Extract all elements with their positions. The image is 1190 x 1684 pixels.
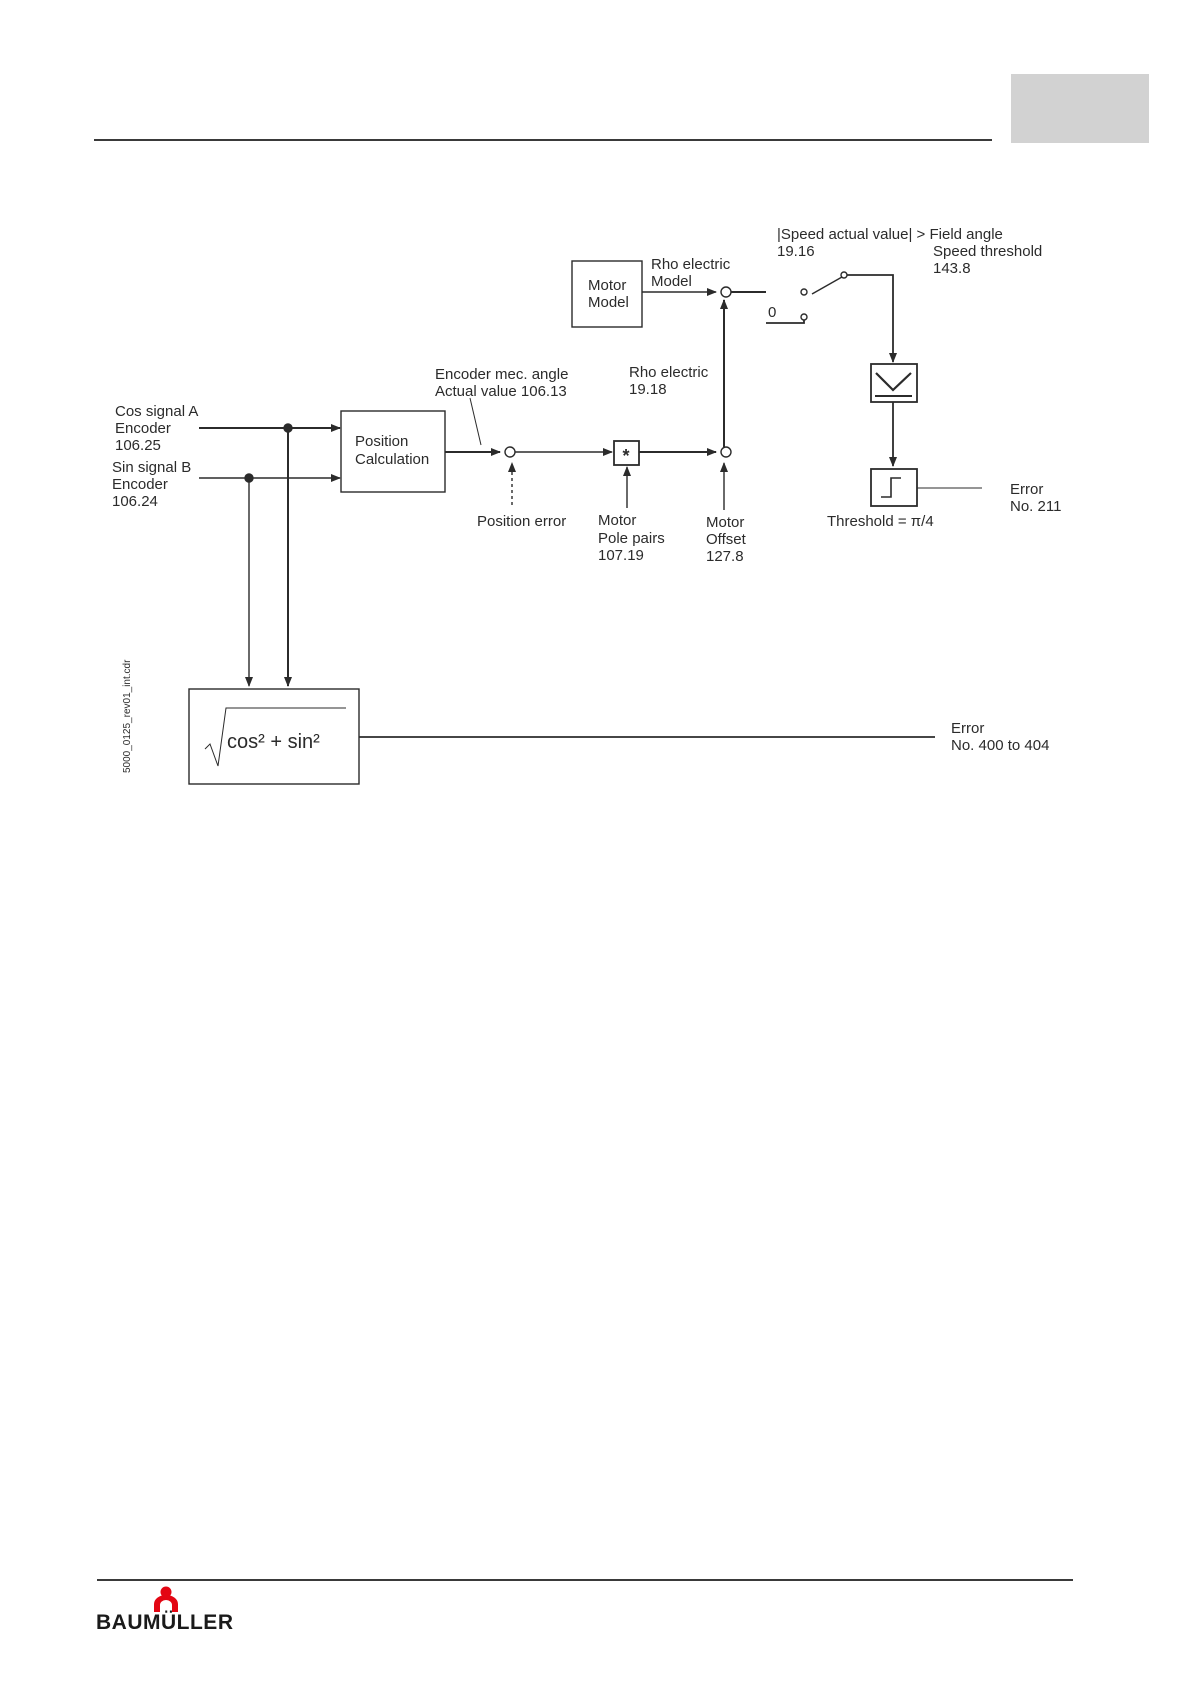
threshold-block bbox=[870, 468, 918, 507]
sin-input-label: Sin signal B Encoder 106.24 bbox=[112, 459, 195, 510]
baumuller-logo: BAUMÜLLER bbox=[96, 1585, 246, 1645]
cos-input-label: Cos signal A Encoder 106.25 bbox=[115, 403, 202, 454]
file-reference: 5000_0125_rev01_int.cdr bbox=[122, 659, 133, 773]
sample-block-symbol bbox=[875, 372, 912, 392]
threshold-step-symbol bbox=[881, 477, 901, 498]
motor-model-block bbox=[571, 260, 643, 328]
switch-contact-bottom bbox=[800, 313, 808, 321]
switch-zero-line bbox=[766, 320, 805, 324]
offset-label: Motor Offset 127.8 bbox=[706, 514, 750, 565]
pole-pairs-label: Motor Pole pairs 107.19 bbox=[598, 512, 669, 564]
chapter-tab bbox=[1011, 74, 1149, 143]
speed-condition-label: |Speed actual value| > Field angle 19.16 bbox=[777, 226, 1007, 260]
sqrt-radical-symbol bbox=[204, 707, 346, 767]
sqrt-formula: cos² + sin² bbox=[227, 731, 320, 753]
sample-block bbox=[870, 363, 918, 403]
rho-electric-label: Rho electric 19.18 bbox=[629, 364, 712, 398]
threshold-label: Threshold = π/4 bbox=[827, 513, 934, 530]
error-400-label: Error No. 400 to 404 bbox=[951, 720, 1049, 754]
switch-contact-top bbox=[800, 288, 808, 296]
speed-threshold-label: Speed threshold 143.8 bbox=[933, 243, 1046, 277]
encoder-angle-leader bbox=[469, 397, 482, 446]
position-error-node bbox=[504, 446, 516, 458]
model-node bbox=[720, 286, 732, 298]
switch-output-line bbox=[847, 274, 897, 363]
multiply-symbol: * bbox=[622, 446, 629, 466]
logo-emblem-icon bbox=[154, 1586, 178, 1612]
rho-model-label: Rho electric Model bbox=[651, 256, 734, 290]
position-calc-label: Position Calculation bbox=[355, 433, 429, 468]
header-rule bbox=[94, 139, 992, 141]
error-211-label: Error No. 211 bbox=[1010, 481, 1061, 515]
switch-zero-label: 0 bbox=[768, 304, 776, 321]
logo-text: BAUMÜLLER bbox=[96, 1611, 234, 1634]
encoder-angle-label: Encoder mec. angle Actual value 106.13 bbox=[435, 366, 573, 400]
offset-node bbox=[720, 446, 732, 458]
switch-blade bbox=[811, 276, 843, 295]
motor-model-label: Motor Model bbox=[588, 277, 631, 311]
footer-rule bbox=[97, 1579, 1073, 1581]
position-error-label: Position error bbox=[477, 513, 566, 530]
